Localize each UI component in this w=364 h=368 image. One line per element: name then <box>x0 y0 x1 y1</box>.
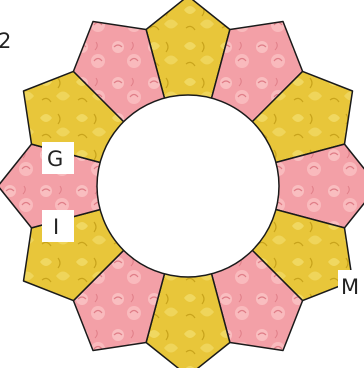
center-circle <box>97 95 279 277</box>
label-m: M <box>341 275 359 299</box>
label-2: 2 <box>0 29 11 53</box>
label-i: I <box>53 215 59 239</box>
label-g: G <box>47 147 63 171</box>
